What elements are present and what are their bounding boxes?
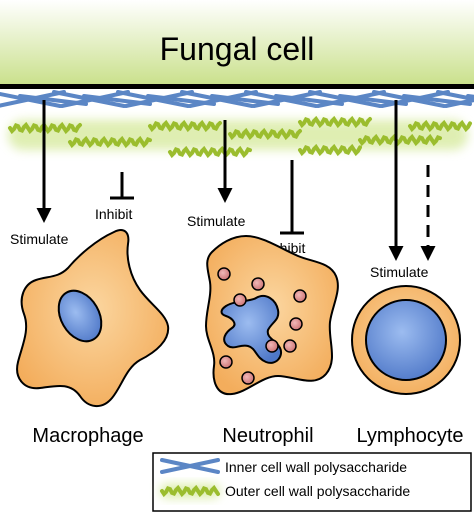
- lymphocyte-stimulate-label: Stimulate: [370, 264, 429, 280]
- granule: [233, 293, 247, 307]
- fungal-cell-title: Fungal cell: [160, 31, 315, 67]
- lymphocyte-label: Lymphocyte: [356, 425, 463, 447]
- lymphocyte-nucleus: [365, 299, 447, 381]
- granule: [265, 339, 279, 353]
- granule: [241, 371, 255, 385]
- granule: [251, 277, 265, 291]
- legend-inner-label: Inner cell wall polysaccharide: [225, 459, 407, 475]
- macrophage-inhibit-label: Inhibit: [95, 206, 132, 222]
- granule: [283, 339, 297, 353]
- cell-membrane-line: [0, 84, 474, 89]
- macrophage-stimulate-label: Stimulate: [10, 231, 69, 247]
- legend-outer-label: Outer cell wall polysaccharide: [225, 483, 410, 499]
- neutrophil-stimulate-label: Stimulate: [187, 213, 246, 229]
- macrophage-label: Macrophage: [32, 425, 143, 447]
- macrophage-nucleus: [57, 289, 103, 343]
- granule: [289, 317, 303, 331]
- neutrophil-granules: [217, 267, 307, 385]
- granule: [293, 289, 307, 303]
- legend-inner-swatch: [160, 458, 220, 474]
- inner-wall-polysaccharide-layer: [0, 90, 474, 108]
- granule: [217, 267, 231, 281]
- outer-wall-polysaccharide-layer: [8, 115, 472, 159]
- macrophage-inhibit-symbol: [110, 172, 134, 200]
- fungal-cell-band: [0, 0, 474, 86]
- granule: [219, 355, 233, 369]
- legend-outer-swatch: [160, 484, 220, 498]
- neutrophil-inhibit-symbol: [280, 160, 304, 235]
- neutrophil-label: Neutrophil: [222, 425, 313, 447]
